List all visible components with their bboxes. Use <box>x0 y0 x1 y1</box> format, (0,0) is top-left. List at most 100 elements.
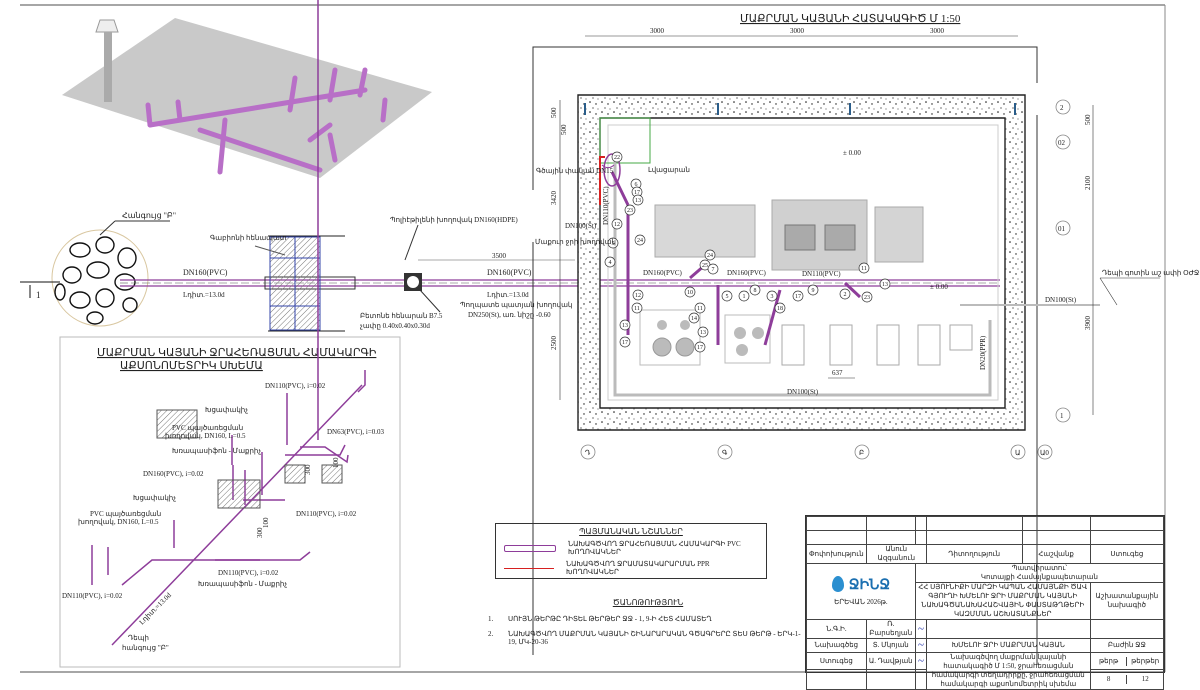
section: Բաժին ՋՋ <box>1089 638 1165 653</box>
company-logo: ՋԻՆՋ <box>809 576 913 592</box>
isometric-scheme: ՄԱՔՐՄԱՆ ԿԱՅԱՆԻ ՋՐԱՀԵՌԱՑՄԱՆ ՀԱՄԱԿԱՐԳԻ ԱՔՍ… <box>59 0 401 668</box>
marker-bubble <box>688 312 700 324</box>
marker-number: 13 <box>700 330 706 336</box>
iso-label: DN110(PVC), i=0.02 <box>296 510 357 518</box>
axis-label: Գ <box>722 449 728 457</box>
iso-label: Խռապասիֆոն - Մաքրիչ <box>172 447 261 455</box>
marker-bubble <box>879 278 891 290</box>
equipment-dim: 637 <box>832 369 843 377</box>
marker-bubble <box>861 291 873 303</box>
staff-name: Ա. Դավթյան <box>865 651 916 671</box>
city-year: ԵՐԵՎԱՆ 2026թ. <box>834 598 888 606</box>
drawing-canvas: 1 Հանգույց "Բ" Գաբիոնի հենապատ Պոլիէթիլե… <box>20 0 1199 673</box>
project-name: ՀՀ ՍՅՈՒՆԻՔԻ ՄԱՐԶԻ ԿԱՊԱՆ ՀԱՄԱՅՆՔԻ ԾԱՎ ԳՅՈ… <box>914 582 1091 620</box>
marker-number: 7 <box>712 267 715 273</box>
valve-label: Գծային փական DN15 <box>536 167 614 175</box>
support-size: չափը 0.40x0.40x0.30d <box>360 322 430 330</box>
dim-right: 2100 <box>1084 176 1092 191</box>
notes-title: ԾԱՆՈԹՈՒԹՅՈՒՆ <box>612 598 684 607</box>
staff-role: Նախագծեց <box>806 638 867 653</box>
dim-left: 500 <box>550 107 558 118</box>
pipe1-length: Lդիտ.=13.0d <box>183 291 225 299</box>
marker-bubble <box>619 336 631 348</box>
marker-bubble <box>774 302 786 314</box>
marker-bubble <box>839 288 851 300</box>
staff-role: Ն.Գ.Ի. <box>806 619 867 639</box>
floor-plan: ՄԱՔՐՄԱՆ ԿԱՅԱՆԻ ՀԱՏԱԿԱԳԻԾ Մ 1:50 3000 300… <box>532 13 1199 665</box>
pe-pipe-label: Պոլիէթիլենի խողովակ DN160(HDPE) <box>390 216 518 224</box>
staff-name: Տ. Մկոյան <box>865 638 916 653</box>
note-text: ՍՈՒՅՆ ԹԵՐԹԸ ԴԻՏԵԼ ԹԵՐԹԵՐ ՋՋ - 1, 9-Ի ՀԵՏ… <box>508 615 712 623</box>
marker-number: 22 <box>614 155 620 161</box>
marker-bubble <box>694 302 706 314</box>
marker-number: 23 <box>627 208 633 214</box>
marker-bubble <box>738 290 750 302</box>
dim-top: 3000 <box>790 27 805 35</box>
pipe-label: DN20(PPR) <box>979 335 987 370</box>
legend-item-pvc: ՆԱԽԱԳԾՎՈՂ ՋՐԱՀԵՌԱՑՄԱՆ ՀԱՄԱԿԱՐԳԻ PVC ԽՈՂՈ… <box>504 540 758 556</box>
iso-label: խողովակ, DN160, L=0.5 <box>78 518 159 526</box>
note-text: ՆԱԽԱԳԾՎՈՂ ՄԱՔՐՄԱՆ ԿԱՅԱՆԻ ՇԻՆԱՐԱՐԱԿԱՆ ԳԾԱ… <box>508 630 801 646</box>
iso-label: հանգույց "Բ" <box>122 644 169 652</box>
iso-label: DN160(PVC), i=0.02 <box>143 470 204 478</box>
marker-bubble <box>607 237 619 249</box>
marker-number: 17 <box>634 190 640 196</box>
marker-number: 18 <box>777 306 783 312</box>
dim-right: 3900 <box>1084 316 1092 331</box>
note-item: 2.ՆԱԽԱԳԾՎՈՂ ՄԱՔՐՄԱՆ ԿԱՅԱՆԻ ՇԻՆԱՐԱՐԱԿԱՆ Գ… <box>488 630 808 646</box>
iso-dim: 100 <box>262 517 270 528</box>
dim-left: 500 <box>560 124 568 135</box>
marker-number: 17 <box>697 345 703 351</box>
marker-bubble <box>604 256 616 268</box>
marker-bubble <box>619 319 631 331</box>
marker-bubble <box>697 326 709 338</box>
iso-label: Խռապասիֆոն - Մաքրիչ <box>198 580 287 588</box>
site-labels: Հանգույց "Բ" Գաբիոնի հենապատ Պոլիէթիլենի… <box>99 211 575 330</box>
iso-label: DN110(PVC), i=0.02 <box>265 382 326 390</box>
marker-bubble <box>721 290 733 302</box>
marker-number: 13 <box>635 198 641 204</box>
pipe-label: DN160(PVC) <box>727 269 767 277</box>
marker-number: 4 <box>609 260 612 266</box>
marker-bubble <box>792 290 804 302</box>
sheets-label: թերթեր <box>1131 656 1160 665</box>
marker-number: 11 <box>861 266 867 272</box>
pipe2-length: Lդիտ.=13.0d <box>487 291 529 299</box>
pipe1-label: DN160(PVC) <box>183 268 228 277</box>
outlet-label: Դեպի գոտին աշ ափի ՕԺՋ <box>1102 269 1199 277</box>
marker-number: 5 <box>612 241 615 247</box>
legend-title: ՊԱՅՄԱՆԱԿԱՆ ՆՇԱՆՆԵՐ <box>579 527 683 536</box>
iso-dim: 100 <box>332 457 340 468</box>
customer-cell: Պատվիրատու՝Կոտայքի Համայնքապետարան <box>914 563 1165 583</box>
marker-number: 12 <box>614 222 620 228</box>
pipe-label: DN100(St) <box>565 222 597 230</box>
marker-bubble <box>632 289 644 301</box>
marker-bubble <box>634 234 646 246</box>
marker-number: 6 <box>635 182 638 188</box>
marker-bubble <box>704 249 716 261</box>
gabion-wall <box>268 235 345 332</box>
clean-water-label: Մաքուր ջրի խողովակ <box>535 238 616 246</box>
marker-number: 11 <box>697 306 703 312</box>
axis-label: Դ <box>585 449 591 457</box>
gabion-label: Գաբիոնի հենապատ <box>210 234 287 242</box>
marker-bubble <box>624 204 636 216</box>
iso-title: ԱՔՍՈՆՈՄԵՏՐԻԿ ՍԽԵՄԱ <box>120 360 263 372</box>
axis-label: Ա0 <box>1040 449 1049 457</box>
marker-number: 24 <box>707 253 713 259</box>
dim-right: 500 <box>1084 114 1092 125</box>
level-mark: ± 0.00 <box>843 149 861 157</box>
iso-label: Դեպի <box>128 634 149 642</box>
marker-bubble <box>611 151 623 163</box>
dim-top: 3000 <box>930 27 945 35</box>
marker-number: 2 <box>844 292 847 298</box>
iso-label: PVC պայծառեցման <box>172 424 243 432</box>
node-b-label: Հանգույց "Բ" <box>122 211 176 220</box>
marker-number: 1 <box>743 294 746 300</box>
marker-bubble <box>632 194 644 206</box>
marker-number: 8 <box>754 288 757 294</box>
header-count: Հաշվանք <box>1021 544 1091 564</box>
iso-title: ՄԱՔՐՄԱՆ ԿԱՅԱՆԻ ՋՐԱՀԵՌԱՑՄԱՆ ՀԱՄԱԿԱՐԳԻ <box>97 347 377 359</box>
sheet-number: 8 <box>1091 675 1128 685</box>
header-checked: Ստուգեց <box>1089 544 1165 564</box>
